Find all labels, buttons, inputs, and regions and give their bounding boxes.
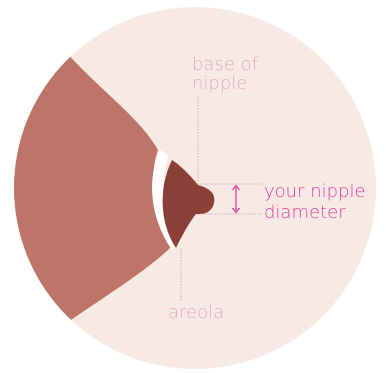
areola-label: areola (168, 302, 224, 323)
nipple-diameter-label-line1: your nipple (264, 181, 366, 202)
nipple-diameter-label-line2: diameter (264, 202, 346, 223)
base-of-nipple-label-line2: nipple (192, 73, 247, 94)
base-of-nipple-label-line1: base of (192, 54, 259, 75)
